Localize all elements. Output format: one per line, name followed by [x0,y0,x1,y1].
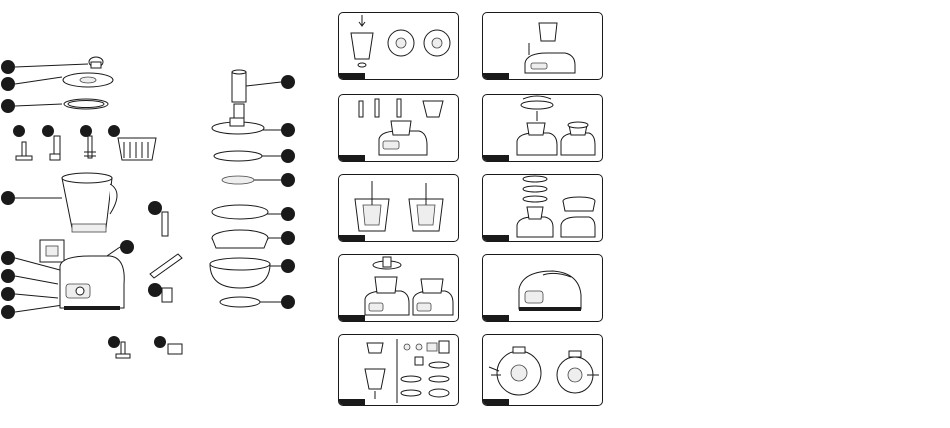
callout-markers-right [281,75,295,309]
measuring-cap-icon [89,57,103,68]
accessory-small-icon [116,342,182,358]
seal-ring-icon [64,99,108,109]
processor-lid-icon [212,118,264,134]
accessories-on-machine-icon [339,95,459,162]
step-tag [339,235,365,241]
step-tag [339,155,365,161]
slicing-disc-icon [222,176,254,184]
food-pusher-icon [232,70,246,124]
steamer-bowl-icon [210,258,270,307]
parts-overview-left [0,48,200,428]
step-panel-3 [338,94,459,162]
blade-tools-icon [16,136,96,160]
base-unit-icon [60,256,124,310]
lid-lock-detail-icon [483,335,603,406]
step-panel-10 [482,334,603,406]
base-unit-display-icon [483,255,603,322]
jug-lid-icon [63,73,113,87]
mixing-jug-icon [62,173,117,232]
parts-overview-right [200,66,310,326]
steamer-basket-icon [118,138,156,160]
step-tag [483,155,509,161]
steamer-stacking-icon [483,175,603,242]
step-tag [339,73,365,79]
food-processor-attachment-icon [339,255,459,322]
step-panel-5 [338,174,459,242]
accessory-layout-icon [339,335,459,406]
step-panel-8 [482,254,603,322]
steamer-tray-icon [212,205,268,248]
basket-insertion-icon [339,175,459,242]
step-panel-6 [482,174,603,242]
control-panel-icon [40,240,64,262]
step-tag [483,73,509,79]
jug-blade-assembly-icon [339,13,459,80]
step-panel-9 [338,334,459,406]
step-panel-7 [338,254,459,322]
step-panel-1 [338,12,459,80]
processor-ring-icon [214,151,262,161]
step-tag [339,399,365,405]
lid-locking-icon [483,95,603,162]
step-tag [483,399,509,405]
step-tag [339,315,365,321]
step-panel-2 [482,12,603,80]
step-tag [483,315,509,321]
step-tag [483,235,509,241]
jug-on-base-icon [483,13,603,80]
step-panel-4 [482,94,603,162]
